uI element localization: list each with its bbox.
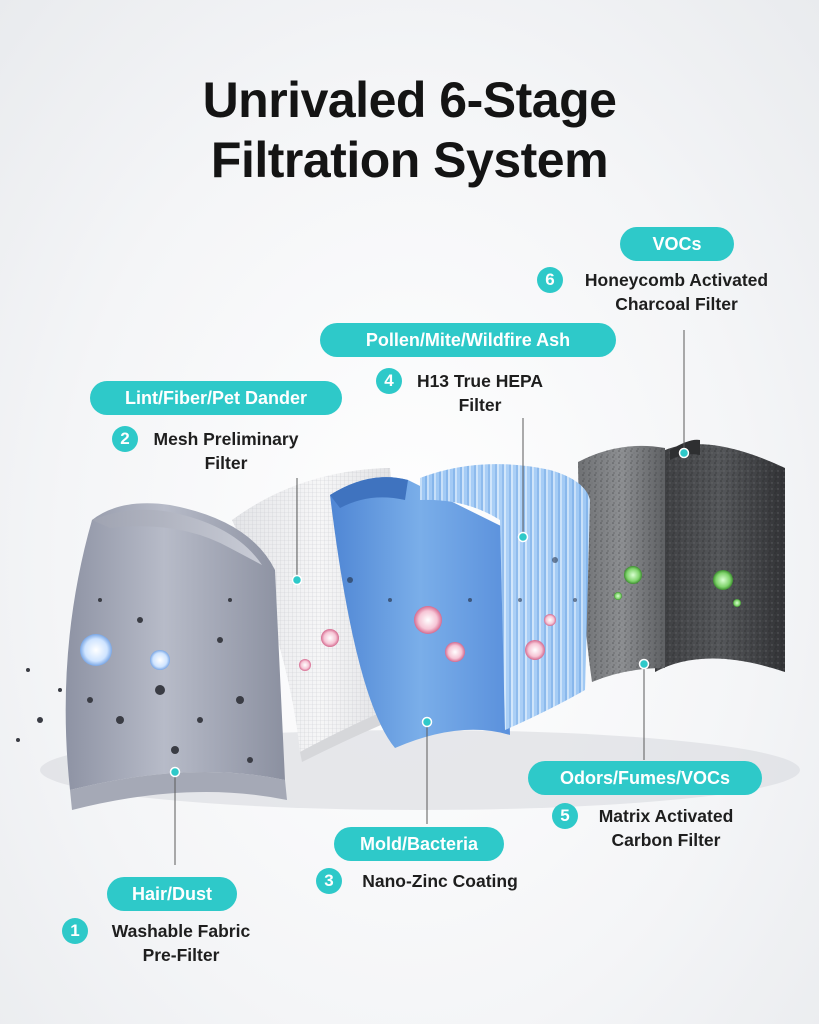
stage-4-label: 4 H13 True HEPA Filter bbox=[376, 368, 576, 420]
stage-1-name-line-1: Washable Fabric bbox=[111, 921, 251, 941]
stage-3-number: 3 bbox=[316, 868, 342, 894]
stage-2-label: 2 Mesh Preliminary Filter bbox=[112, 426, 322, 478]
voc-particle-icon bbox=[713, 570, 733, 590]
leader-lines bbox=[174, 330, 685, 865]
stage-6-name-line-1: Honeycomb Activated bbox=[584, 270, 769, 290]
stage-6-name-line-2: Charcoal Filter bbox=[615, 294, 738, 314]
stage-4-number: 4 bbox=[376, 368, 402, 394]
tag-vocs: VOCs bbox=[620, 227, 734, 261]
page-title: Unrivaled 6-Stage Filtration System bbox=[0, 70, 819, 190]
stage-4-name-line-2: Filter bbox=[458, 395, 502, 415]
tag-odors-fumes-vocs: Odors/Fumes/VOCs bbox=[528, 761, 762, 795]
nano-zinc-layer bbox=[299, 477, 510, 748]
stage-1-label: 1 Washable Fabric Pre-Filter bbox=[62, 918, 282, 970]
stage-6-number: 6 bbox=[537, 267, 563, 293]
stage-4-name-line-1: H13 True HEPA bbox=[416, 371, 544, 391]
stage-6-label: 6 Honeycomb Activated Charcoal Filter bbox=[537, 267, 797, 319]
stage-5-name-line-2: Carbon Filter bbox=[611, 830, 721, 850]
hepa-filter bbox=[420, 464, 590, 730]
stage-1-number: 1 bbox=[62, 918, 88, 944]
tag-hair-dust: Hair/Dust bbox=[107, 877, 237, 911]
stage-2-name-line-1: Mesh Preliminary bbox=[153, 429, 299, 449]
callout-dots bbox=[169, 447, 690, 778]
stage-2-name-line-2: Filter bbox=[204, 453, 248, 473]
stage-5-number: 5 bbox=[552, 803, 578, 829]
title-line-1: Unrivaled 6-Stage bbox=[202, 72, 617, 128]
stage-3-label: 3 Nano-Zinc Coating bbox=[316, 868, 546, 898]
stage-1-name-line-2: Pre-Filter bbox=[142, 945, 220, 965]
title-line-2: Filtration System bbox=[210, 132, 609, 188]
stage-5-name-line-1: Matrix Activated bbox=[598, 806, 734, 826]
stage-3-name-line-1: Nano-Zinc Coating bbox=[362, 871, 518, 891]
washable-fabric-prefilter bbox=[16, 503, 287, 810]
stage-2-number: 2 bbox=[112, 426, 138, 452]
tag-mold-bacteria: Mold/Bacteria bbox=[334, 827, 504, 861]
matrix-carbon-filter bbox=[578, 445, 665, 682]
voc-particle-icon bbox=[624, 566, 642, 584]
honeycomb-charcoal-filter bbox=[655, 439, 785, 672]
tag-pollen-mite-wildfire-ash: Pollen/Mite/Wildfire Ash bbox=[320, 323, 616, 357]
stage-5-label: 5 Matrix Activated Carbon Filter bbox=[552, 803, 772, 855]
tag-lint-fiber-pet-dander: Lint/Fiber/Pet Dander bbox=[90, 381, 342, 415]
